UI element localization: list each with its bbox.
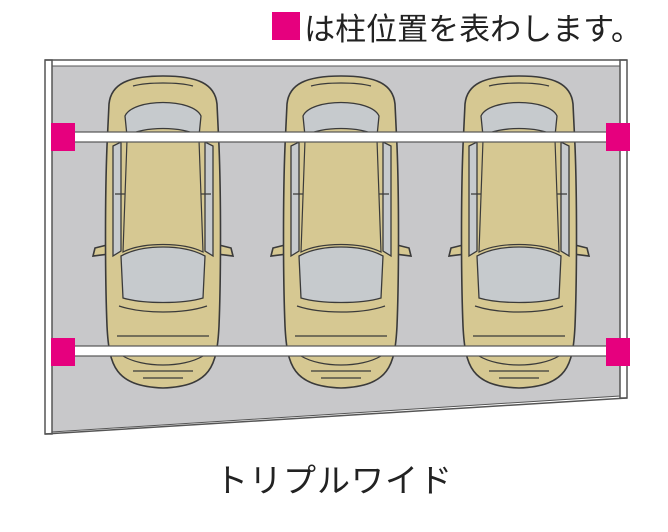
legend-text: は柱位置を表わします。 [304, 11, 642, 48]
beam-top [59, 131, 617, 143]
car-2 [270, 75, 412, 389]
pillar-top-left [51, 123, 75, 151]
car-1 [92, 75, 234, 389]
pink-square-icon [272, 12, 301, 40]
pillar-bottom-left [51, 338, 75, 366]
frame-post-left [44, 59, 53, 435]
pillar-top-right [606, 123, 630, 151]
pillar-bottom-right [606, 338, 630, 366]
frame-bottom-edge [44, 397, 628, 435]
caption: トリプルワイド [215, 461, 453, 500]
legend: は柱位置を表わします。 [272, 6, 642, 48]
car-3 [448, 75, 590, 389]
beam-bottom [59, 345, 617, 357]
